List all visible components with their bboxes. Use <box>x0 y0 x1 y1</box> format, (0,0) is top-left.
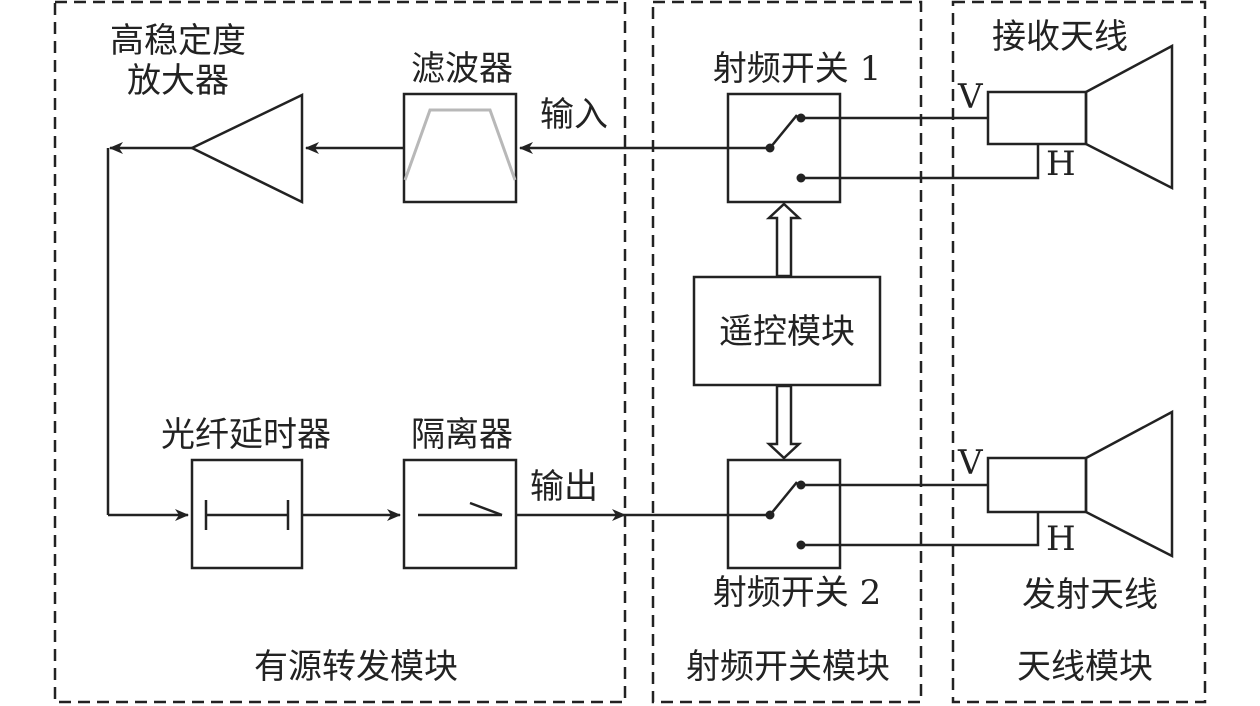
filter-label: 滤波器 <box>411 49 513 89</box>
rf-switch-2-label: 射频开关 2 <box>713 573 881 613</box>
amplifier-label-line2: 放大器 <box>127 61 229 101</box>
transmit-antenna-label: 发射天线 <box>1022 575 1158 615</box>
transmit-h-label: H <box>1046 519 1076 559</box>
remote-control-label: 遥控模块 <box>719 312 855 352</box>
receive-h-label: H <box>1046 144 1076 184</box>
control-arrow-up <box>765 202 803 278</box>
receive-antenna-label: 接收天线 <box>992 17 1128 57</box>
rf-switch-1-label: 射频开关 1 <box>713 49 881 89</box>
rf-switch-1-blade <box>769 114 798 149</box>
antenna-module-border <box>951 0 1207 704</box>
active-relay-module-label: 有源转发模块 <box>254 647 458 687</box>
rf-switch-module-label: 射频开关模块 <box>686 647 890 687</box>
filter-bandpass-icon <box>403 108 517 181</box>
receive-horn-antenna-icon <box>986 43 1174 191</box>
transmit-v-label: V <box>957 443 984 483</box>
antenna-module-label: 天线模块 <box>1017 647 1153 687</box>
amplifier-label-line1: 高稳定度 <box>110 21 246 61</box>
rf-switch-2-blade <box>769 481 798 516</box>
isolator-label: 隔离器 <box>411 415 513 455</box>
transmit-horn-antenna-icon <box>986 409 1174 559</box>
amplifier-triangle <box>189 93 304 205</box>
receive-v-label: V <box>957 77 984 117</box>
fiber-delay-label: 光纤延时器 <box>161 415 331 455</box>
input-label: 输入 <box>540 95 608 135</box>
output-label: 输出 <box>530 467 598 507</box>
control-arrow-down <box>765 384 803 460</box>
active-relay-module-border <box>53 0 627 704</box>
rf-switch-module-border <box>651 0 923 704</box>
